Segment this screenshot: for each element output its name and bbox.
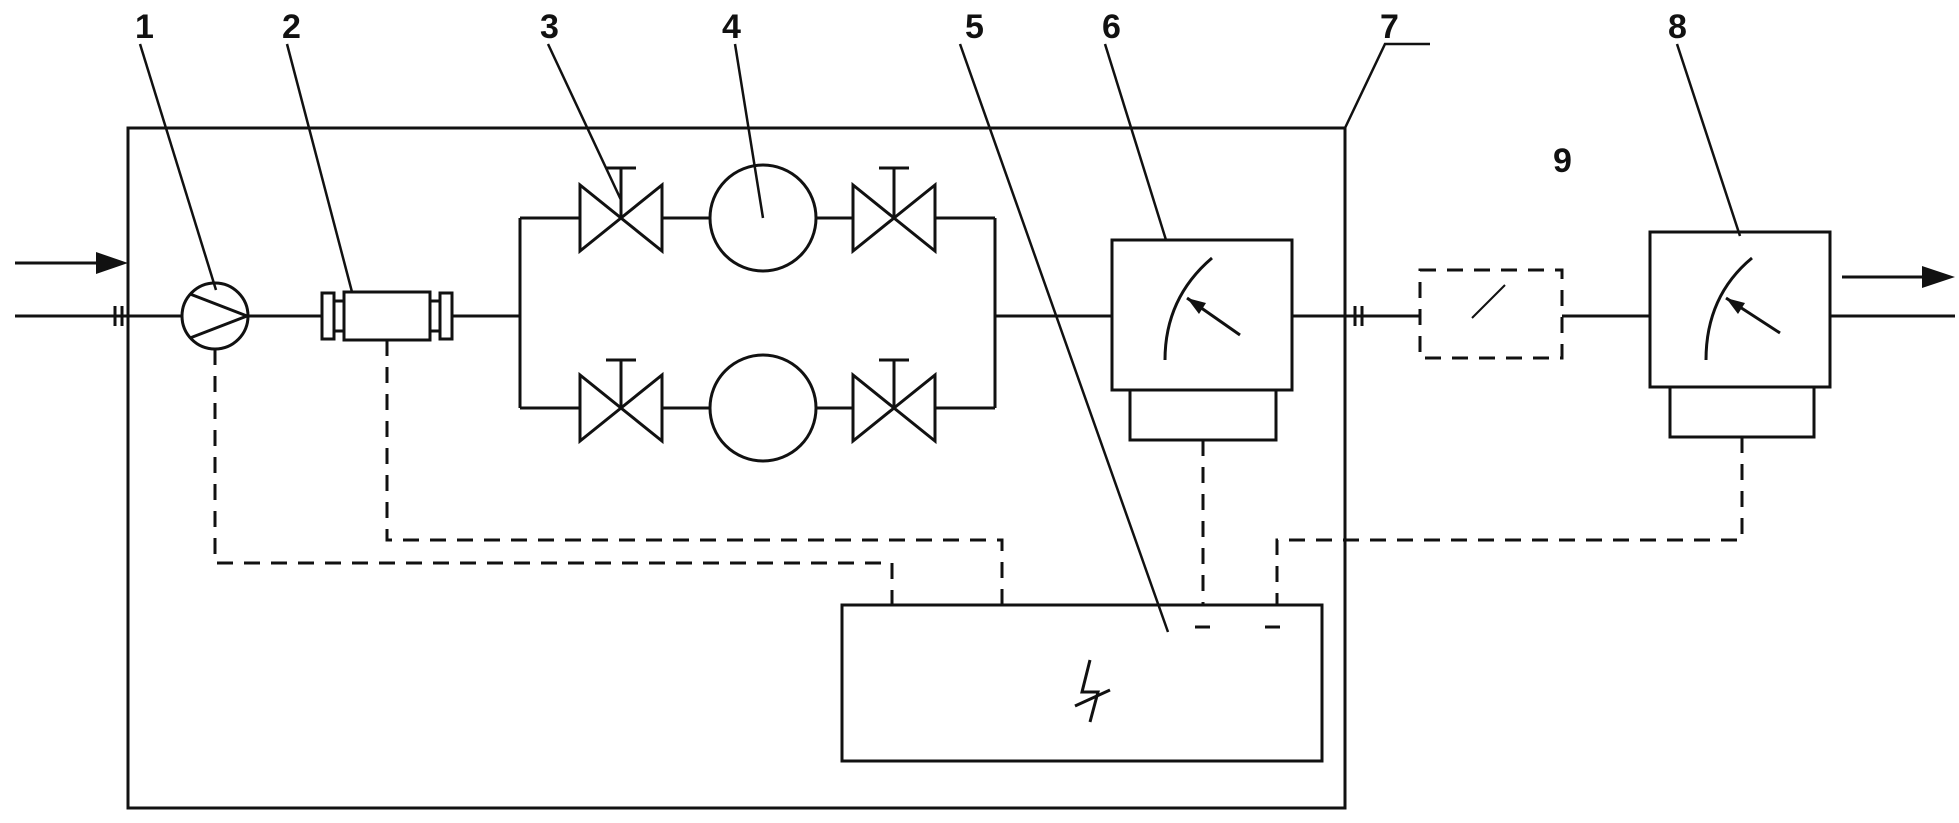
valve-icon-upper-right [851,166,937,255]
outlet-arrow [1842,266,1955,288]
leader-5 [958,43,1170,633]
callout-9: 9 [1553,142,1572,180]
callout-1: 1 [135,8,154,46]
callout-4: 4 [722,8,741,46]
valve-icon-lower-left [578,358,664,445]
outlet-flange [1353,306,1364,326]
inlet-arrow [15,252,128,274]
optional-component-icon [1418,268,1564,360]
signal-line-gauge-outer [1275,437,1744,605]
callout-5: 5 [965,8,984,46]
pump-icon [180,281,250,351]
flow-meter-icon [320,290,454,342]
leader-8 [1675,43,1742,237]
valve-icon-upper-left [578,166,664,255]
leader-7 [1343,42,1430,129]
leader-3 [546,43,623,201]
leader-4 [733,43,765,219]
leader-6 [1103,43,1168,241]
gauge-icon-outer [1648,230,1832,439]
callout-2: 2 [282,8,301,46]
callout-6: 6 [1102,8,1121,46]
callout-7: 7 [1380,8,1399,46]
inlet-flange [113,306,124,326]
leader-2 [285,43,354,293]
leader-1 [138,43,218,291]
signal-line-pump [213,349,894,605]
callout-8: 8 [1668,8,1687,46]
branch-manifold [518,216,997,410]
controller-box [840,603,1324,763]
tank-icon-lower [708,353,818,463]
valve-icon-lower-right [851,358,937,445]
signal-line-meter [385,340,1004,605]
gauge-icon-inner [1110,238,1294,442]
system-frame [126,126,1347,810]
callout-3: 3 [540,8,559,46]
